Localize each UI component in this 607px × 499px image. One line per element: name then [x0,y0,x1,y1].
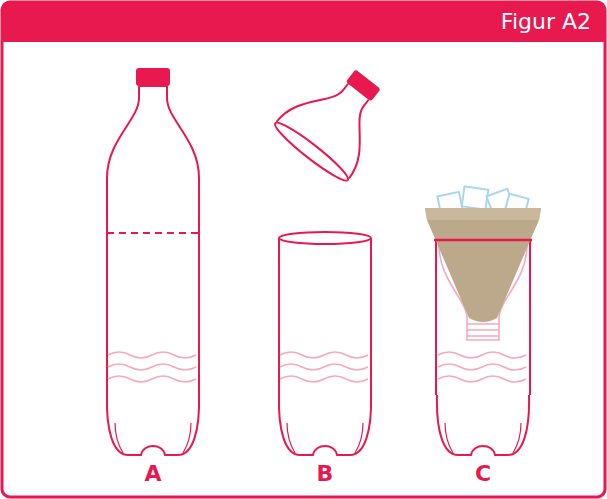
bottle-rim [434,239,532,242]
panel-letter: A [144,461,161,487]
header-bar [2,2,605,42]
whole-bottle [107,68,199,455]
figure-title: Figur A2 [501,2,591,42]
panel-letter: B [317,461,334,487]
cut-line [107,232,199,234]
bottle-bottom [279,232,371,455]
filter-setup [425,186,541,455]
coffee-filter [425,208,541,322]
panel-letter: C [475,461,491,487]
bottle-top [271,51,404,186]
